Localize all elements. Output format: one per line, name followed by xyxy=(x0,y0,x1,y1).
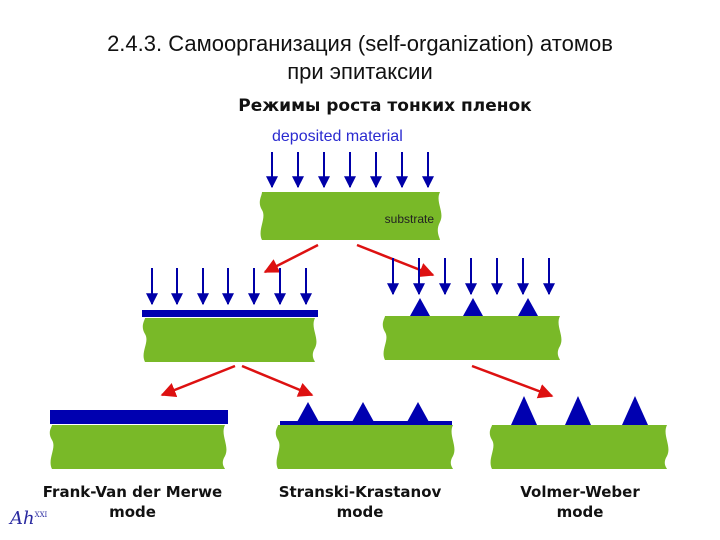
wetting-layer-stranski-krastanov xyxy=(280,421,452,425)
wetting-layer-middle xyxy=(142,310,318,317)
islands-middle xyxy=(410,298,538,316)
island xyxy=(410,298,430,316)
island xyxy=(622,396,648,425)
branch-arrow-left xyxy=(263,243,319,274)
substrate-middle-left xyxy=(142,318,317,362)
island xyxy=(511,396,537,425)
island xyxy=(352,402,374,422)
island xyxy=(297,402,319,422)
film-layer-frank-van-der-merwe xyxy=(50,410,228,424)
arrow-to-volmer-weber xyxy=(471,364,554,399)
island xyxy=(565,396,591,425)
arrow-to-frank-van-der-merwe xyxy=(160,364,236,397)
islands-volmer-weber xyxy=(511,396,648,425)
substrate-middle-right xyxy=(382,316,562,360)
slide-subtitle: Режимы роста тонких пленок xyxy=(238,96,532,116)
deposition-arrows-middle-left xyxy=(146,268,312,306)
mode-label-frank-van-der-merwe: Frank-Van der Merwe mode xyxy=(42,483,223,521)
island xyxy=(518,298,538,316)
substrate-volmer-weber xyxy=(489,425,669,469)
substrate-top xyxy=(259,192,442,240)
substrate-frank-van-der-merwe xyxy=(49,425,227,469)
slide-title: 2.4.3. Самоорганизация (self-organizatio… xyxy=(0,30,720,86)
title-line-2: при эпитаксии xyxy=(287,59,433,84)
mode-label-volmer-weber: Volmer-Weber mode xyxy=(520,483,640,521)
island xyxy=(463,298,483,316)
branch-arrow-right xyxy=(356,243,435,278)
deposited-material-label: deposited material xyxy=(272,128,403,145)
deposition-arrows-middle-right xyxy=(387,258,555,296)
island xyxy=(407,402,429,422)
arrow-to-stranski-krastanov xyxy=(241,364,314,397)
institution-logo: AhXXI xyxy=(10,508,48,529)
islands-stranski-krastanov xyxy=(297,402,429,422)
substrate-stranski-krastanov xyxy=(275,425,455,469)
substrate-label: substrate xyxy=(385,212,435,226)
title-line-1: 2.4.3. Самоорганизация (self-organizatio… xyxy=(107,31,613,56)
mode-label-stranski-krastanov: Stranski-Krastanov mode xyxy=(278,483,442,521)
deposition-arrows-top xyxy=(266,152,434,189)
